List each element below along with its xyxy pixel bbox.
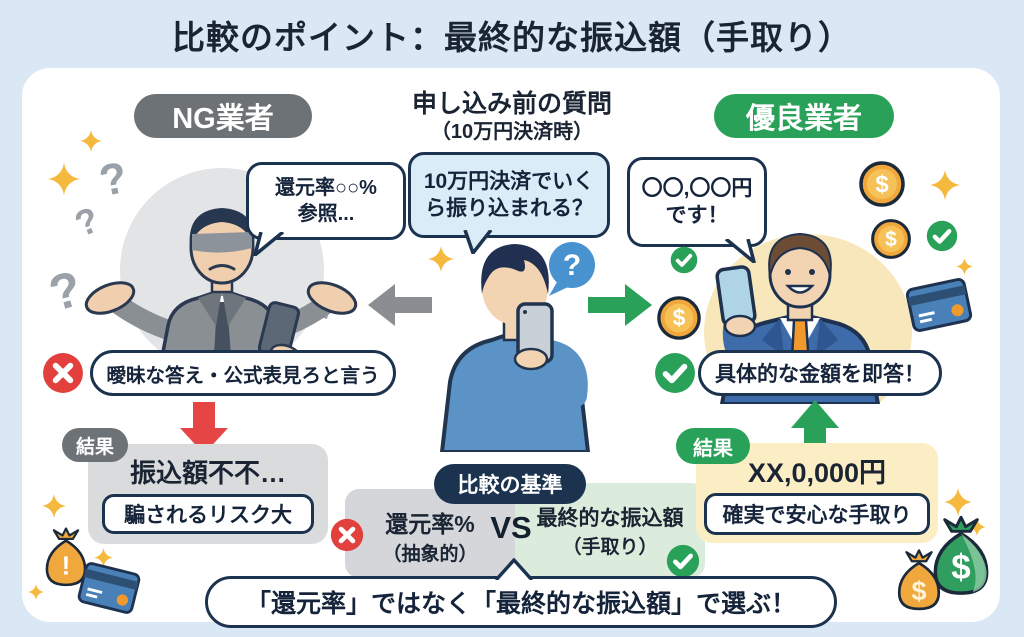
- sparkle-icon: [48, 163, 80, 195]
- sparkle-icon: [42, 494, 66, 518]
- check-icon: [670, 246, 698, 274]
- arrow-up-icon: [791, 400, 839, 454]
- x-icon: [43, 353, 83, 393]
- ng-result-label: 結果: [62, 428, 128, 462]
- ng-result-box: 振込額不不… 騙されるリスク大: [88, 444, 328, 544]
- check-icon: [666, 544, 700, 578]
- conclusion-banner: 「還元率」ではなく「最終的な振込額」で選ぶ！: [205, 576, 837, 628]
- check-icon: [655, 353, 695, 393]
- sparkle-icon: [944, 488, 972, 516]
- sparkle-icon: [80, 130, 102, 152]
- good-speech-bubble: 〇〇,〇〇円 です！: [627, 157, 767, 263]
- sparkle-icon: [956, 258, 973, 275]
- center-heading: 申し込み前の質問: [411, 90, 612, 118]
- comparison-left-box: 還元率% （抽象的）: [345, 489, 515, 578]
- svg-text:?: ?: [563, 249, 581, 282]
- page-title: 比較のポイント：最終的な振込額（手取り）: [172, 19, 852, 56]
- money-bag-gold-icon: $: [897, 549, 941, 611]
- x-icon: [330, 518, 364, 552]
- arrow-right-icon: [588, 284, 652, 326]
- comparison-right-sub: （手取り）: [562, 537, 658, 558]
- credit-card-icon: [77, 562, 141, 614]
- sparkle-icon: [968, 518, 986, 536]
- sparkle-icon: [94, 548, 113, 567]
- comparison-right-title: 最終的な振込額: [536, 507, 684, 530]
- sparkle-icon: [930, 170, 960, 200]
- good-vendor-label: 優良業者: [714, 94, 894, 138]
- ng-speech-bubble: 還元率○○% 参照...: [246, 162, 406, 256]
- ng-bubble-line-2: 参照...: [297, 203, 355, 225]
- vs-label: VS: [490, 510, 532, 545]
- conclusion-banner-notch: [494, 558, 534, 580]
- svg-text:$: $: [673, 305, 686, 331]
- money-bag-green-icon: $: [933, 515, 989, 595]
- question-bubble: 10万円決済でいく ら振り込まれる？: [408, 152, 610, 254]
- dollar-coin-icon: $: [657, 296, 701, 340]
- dollar-coin-icon: $: [871, 219, 911, 259]
- sparkle-icon: [28, 584, 44, 600]
- svg-text:$: $: [911, 576, 926, 606]
- good-result-detail: 確実で安心な手取り: [704, 493, 930, 535]
- comparison-label: 比較の基準: [434, 464, 586, 504]
- credit-card-icon: [905, 278, 973, 332]
- customer-illustration: [439, 244, 591, 452]
- good-result-box: XX,0,000円 確実で安心な手取り: [696, 443, 938, 543]
- dollar-coin-icon: $: [859, 161, 905, 207]
- good-result-title: XX,0,000円: [747, 458, 887, 488]
- svg-text:$: $: [875, 171, 889, 198]
- ng-point: 曖昧な答え・公式表見ろと言う: [90, 350, 396, 396]
- ng-bubble-line-1: 還元率○○%: [275, 177, 377, 199]
- question-line-1: 10万円決済でいく: [423, 169, 595, 193]
- svg-text:$: $: [951, 548, 970, 587]
- svg-text:!: !: [62, 550, 71, 580]
- question-bubble-tail: [463, 230, 493, 254]
- good-bubble-line-2: です！: [665, 204, 729, 227]
- arrow-left-icon: [368, 284, 432, 326]
- ng-vendor-label: NG業者: [134, 94, 312, 138]
- comparison-right-box: 最終的な振込額 （手取り）: [515, 483, 705, 578]
- comparison-left-title: 還元率%: [385, 511, 475, 537]
- sparkle-icon: [428, 246, 454, 272]
- ng-result-detail: 騙されるリスク大: [102, 494, 314, 534]
- good-result-label: 結果: [676, 428, 750, 464]
- question-balloon-icon: ?: [549, 242, 595, 296]
- good-bubble-line-1: 〇〇,〇〇円: [641, 176, 753, 200]
- ng-result-title: 振込額不不…: [129, 458, 286, 488]
- svg-text:$: $: [885, 228, 897, 251]
- center-subheading: （10万円決済時）: [430, 121, 594, 143]
- good-point: 具体的な金額を即答！: [698, 350, 942, 396]
- good-bubble-tail: [724, 239, 756, 263]
- question-line-2: ら振り込まれる？: [425, 197, 593, 220]
- ng-bubble-tail: [253, 232, 285, 256]
- arrow-down-icon: [180, 402, 228, 454]
- money-bag-warning-icon: !: [45, 527, 87, 587]
- comparison-left-sub: （抽象的）: [382, 544, 478, 565]
- check-icon: [926, 220, 958, 252]
